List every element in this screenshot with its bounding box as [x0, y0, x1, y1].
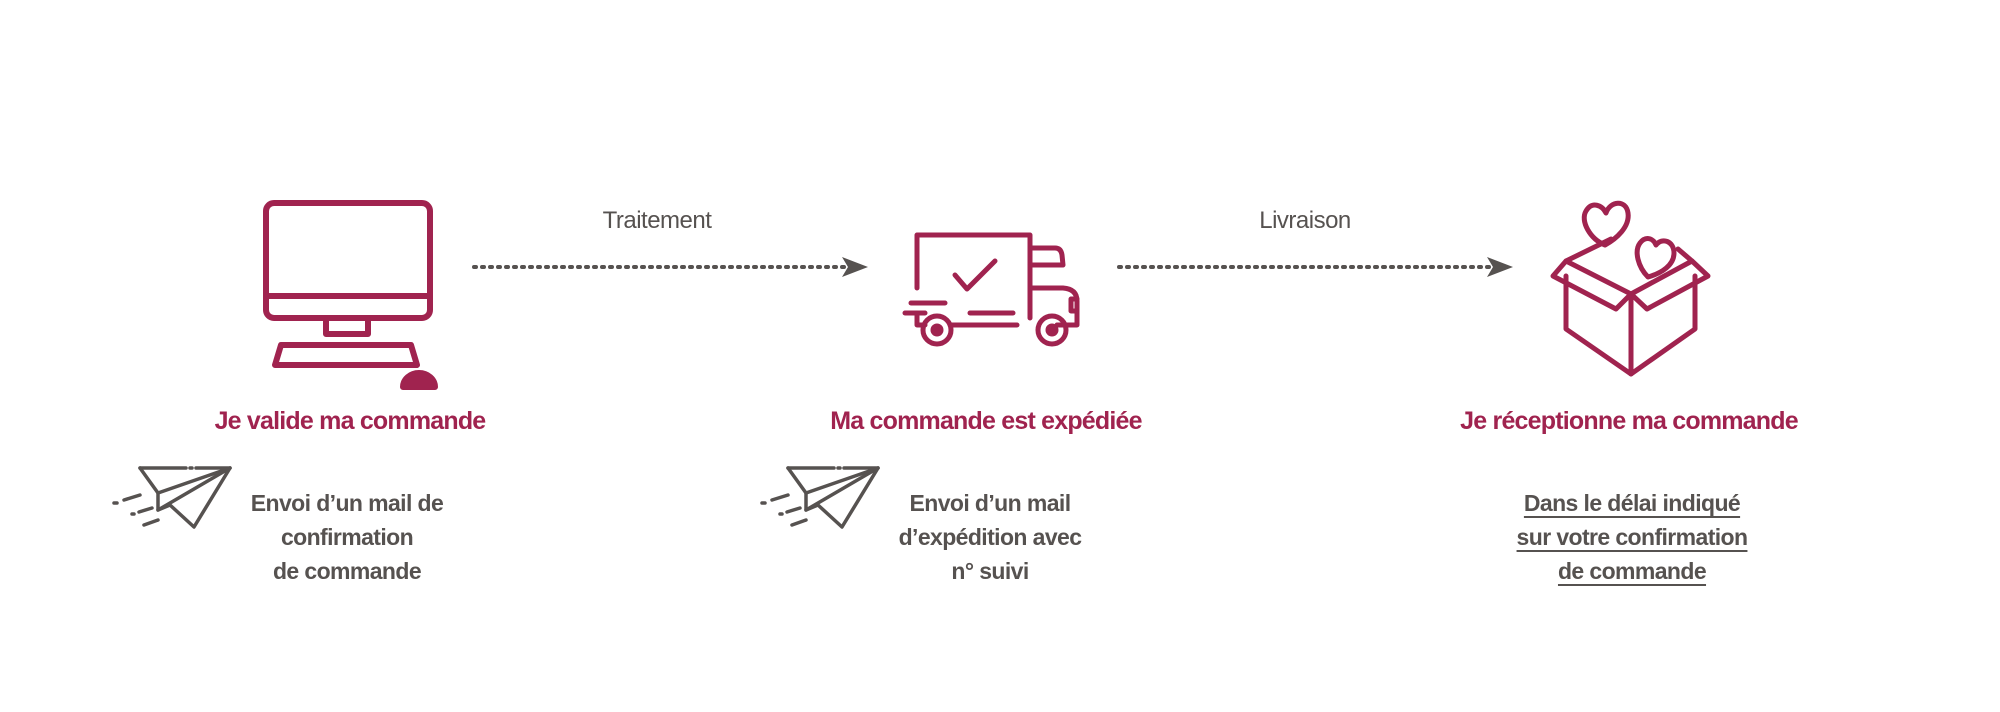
- desc-line: confirmation: [280, 524, 414, 550]
- step-description: Envoi d’un mail de confirmation de comma…: [250, 486, 444, 588]
- desc-line[interactable]: de commande: [1557, 558, 1707, 584]
- step-title: Ma commande est expédiée: [830, 407, 1142, 435]
- gift-box-hearts-icon: [1550, 200, 1711, 377]
- desc-line: n° suivi: [951, 558, 1029, 584]
- computer-icon: [263, 200, 438, 390]
- delivery-truck-icon: [902, 232, 1080, 347]
- desc-line[interactable]: Dans le délai indiqué: [1523, 490, 1741, 516]
- step-description: Envoi d’un mail d’expédition avec n° sui…: [899, 486, 1082, 588]
- desc-line: Envoi d’un mail: [909, 490, 1072, 516]
- desc-line: d’expédition avec: [898, 524, 1082, 550]
- paper-plane-icon: [112, 466, 232, 529]
- desc-line: Envoi d’un mail de: [250, 490, 444, 516]
- paper-plane-icon: [760, 466, 880, 529]
- transition-label-traitement: Traitement: [602, 207, 712, 234]
- transition-label-livraison: Livraison: [1259, 207, 1351, 234]
- dotted-arrow-1: [472, 257, 868, 277]
- desc-line[interactable]: sur votre confirmation: [1516, 524, 1749, 550]
- dotted-arrow-2: [1117, 257, 1513, 277]
- delivery-delay-link[interactable]: Dans le délai indiqué sur votre confirma…: [1516, 486, 1749, 588]
- step-title: Je valide ma commande: [214, 407, 487, 435]
- step-title: Je réceptionne ma commande: [1460, 407, 1798, 435]
- desc-line: de commande: [272, 558, 422, 584]
